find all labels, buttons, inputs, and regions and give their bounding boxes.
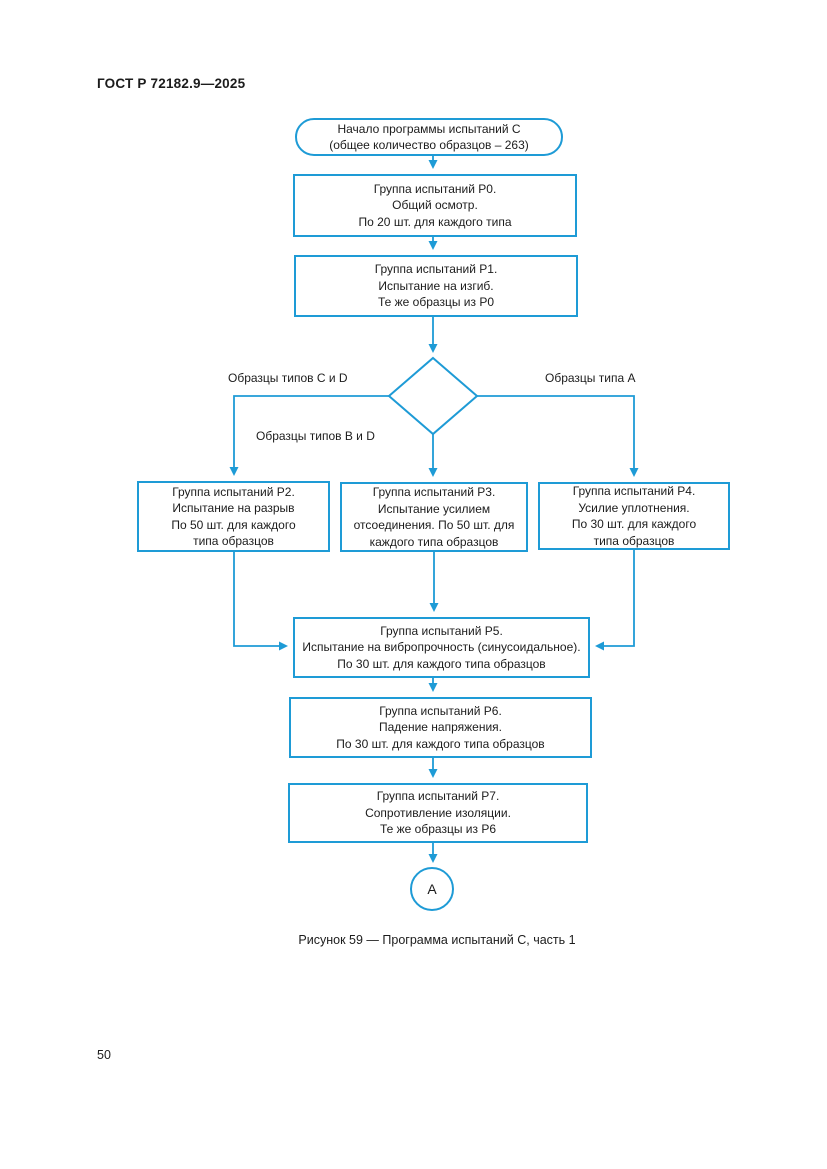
connector-decision-p4 xyxy=(477,395,639,477)
test-group-p7-node: Группа испытаний Р7. Сопротивление изоля… xyxy=(288,783,588,843)
test-group-p1-node: Группа испытаний Р1. Испытание на изгиб.… xyxy=(294,255,578,317)
connector-p2-p5 xyxy=(233,552,288,651)
connector-decision-p2 xyxy=(229,395,389,476)
connector-p4-p5 xyxy=(595,550,635,651)
page-number: 50 xyxy=(97,1048,111,1062)
test-group-p5-node: Группа испытаний Р5. Испытание на виброп… xyxy=(293,617,590,678)
test-group-p2-node: Группа испытаний Р2. Испытание на разрыв… xyxy=(137,481,330,552)
branch-label-left: Образцы типов С и D xyxy=(228,371,348,385)
figure-caption: Рисунок 59 — Программа испытаний С, част… xyxy=(298,933,576,947)
document-header: ГОСТ Р 72182.9—2025 xyxy=(97,76,246,91)
test-group-p0-node: Группа испытаний Р0. Общий осмотр. По 20… xyxy=(293,174,577,237)
connector-a-circle xyxy=(410,867,454,911)
decision-diamond xyxy=(387,356,479,436)
branch-label-right: Образцы типа А xyxy=(545,371,636,385)
test-group-p6-node: Группа испытаний Р6. Падение напряжения.… xyxy=(289,697,592,758)
flowchart-start-node: Начало программы испытаний С (общее коли… xyxy=(295,118,563,156)
test-group-p4-node: Группа испытаний Р4. Усилие уплотнения. … xyxy=(538,482,730,550)
test-group-p3-node: Группа испытаний Р3. Испытание усилием о… xyxy=(340,482,528,552)
connector-a-label: А xyxy=(427,881,437,897)
branch-label-middle: Образцы типов В и D xyxy=(256,429,375,443)
